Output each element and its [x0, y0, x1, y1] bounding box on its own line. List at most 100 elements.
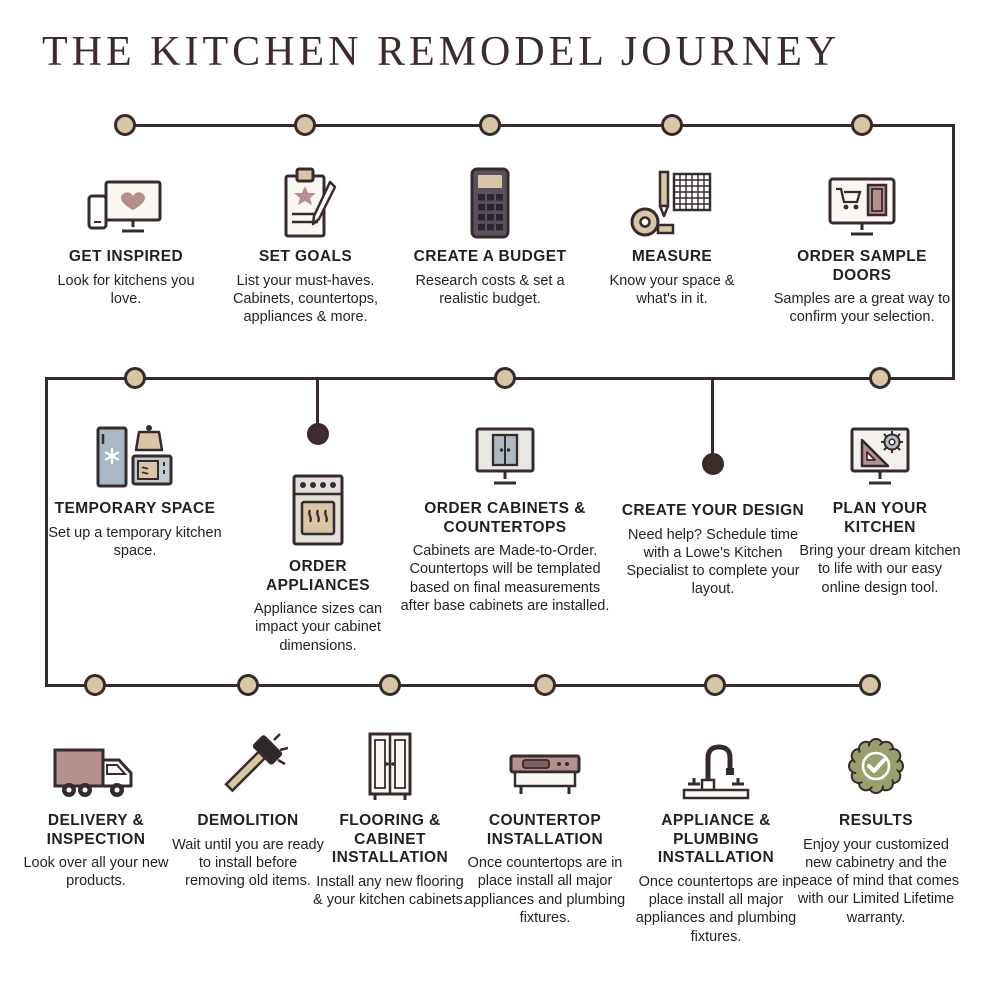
icon-wrap: [767, 148, 957, 240]
timeline-node-delivery: [84, 674, 106, 696]
timeline-node-appliance-plumbing: [704, 674, 726, 696]
icon-wrap: [236, 458, 400, 550]
step-desc: List your must-haves. Cabinets, countert…: [232, 272, 379, 326]
journey-drop-create-design: [711, 378, 714, 464]
timeline-node-order-sample-doors: [851, 114, 873, 136]
step-title: FLOORING & CABINET INSTALLATION: [331, 812, 449, 867]
journey-line-row1: [125, 124, 955, 127]
icon-wrap: [18, 712, 174, 804]
step-desc: Wait until you are ready to install befo…: [172, 836, 324, 890]
step-order-cabinets-countertops: ORDER CABINETS & COUNTERTOPS Cabinets ar…: [400, 400, 610, 615]
icon-wrap: [402, 148, 578, 240]
step-desc: Enjoy your customized new cabinetry and …: [792, 836, 960, 926]
step-desc: Install any new flooring & your kitchen …: [313, 873, 467, 909]
journey-line-row3: [45, 684, 872, 687]
step-get-inspired: GET INSPIRED Look for kitchens you love.: [50, 148, 202, 308]
step-desc: Samples are a great way to confirm your …: [773, 291, 951, 326]
timeline-node-set-goals: [294, 114, 316, 136]
step-countertop-installation: COUNTERTOP INSTALLATION Once countertops…: [462, 712, 628, 927]
journey-line-right-drop: [952, 124, 955, 380]
step-desc: Cabinets are Made-to-Order. Countertops …: [400, 543, 610, 614]
icon-wrap: [400, 400, 610, 492]
step-title: MEASURE: [631, 248, 713, 265]
step-desc: Look over all your new products.: [23, 855, 169, 890]
tape-measure-icon: [630, 170, 712, 237]
timeline-node-measure: [661, 114, 683, 136]
step-title: DEMOLITION: [197, 812, 299, 829]
icon-wrap: [798, 400, 962, 492]
step-desc: Research costs & set a realistic budget.: [415, 272, 565, 307]
step-create-your-design: CREATE YOUR DESIGN Need help? Schedule t…: [618, 502, 808, 599]
step-title: PLAN YOUR KITCHEN: [832, 500, 928, 536]
timeline-node-plan-kitchen: [869, 367, 891, 389]
delivery-truck-icon: [53, 748, 133, 797]
countertop-sink-icon: [509, 754, 581, 794]
timeline-node-temporary-space: [124, 367, 146, 389]
timeline-node-results: [859, 674, 881, 696]
timeline-node-create-budget: [479, 114, 501, 136]
icon-wrap: [597, 148, 747, 240]
icon-wrap: [50, 148, 202, 240]
step-desc: Look for kitchens you love.: [57, 272, 195, 307]
page-title: THE KITCHEN REMODEL JOURNEY: [42, 29, 841, 75]
fridge-microwave-icon: [96, 425, 173, 488]
step-measure: MEASURE Know your space & what's in it.: [597, 148, 747, 308]
icon-wrap: [312, 712, 468, 804]
warranty-badge-icon: [848, 738, 904, 794]
step-desc: Once countertops are in place install al…: [464, 855, 626, 926]
step-flooring-cabinet-installation: FLOORING & CABINET INSTALLATION Install …: [312, 712, 468, 909]
cabinet-icon: [368, 732, 412, 800]
journey-line-left-drop: [45, 377, 48, 687]
step-desc: Once countertops are in place install al…: [635, 873, 797, 945]
monitor-ruler-gear-icon: [850, 427, 910, 485]
step-title: ORDER APPLIANCES: [266, 558, 370, 594]
timeline-node-order-cabinets: [494, 367, 516, 389]
faucet-icon: [682, 744, 750, 800]
step-title: APPLIANCE & PLUMBING INSTALLATION: [657, 812, 775, 867]
timeline-node-get-inspired: [114, 114, 136, 136]
monitor-cabinet-icon: [475, 427, 535, 485]
timeline-node-countertop: [534, 674, 556, 696]
step-title: GET INSPIRED: [68, 248, 184, 265]
step-demolition: DEMOLITION Wait until you are ready to i…: [170, 712, 326, 890]
step-temporary-space: TEMPORARY SPACE Set up a temporary kitch…: [47, 400, 223, 560]
icon-wrap: [462, 712, 628, 804]
clipboard-star-icon: [284, 167, 336, 238]
monitor-heart-icon: [87, 180, 162, 233]
timeline-node-demolition: [237, 674, 259, 696]
step-delivery-inspection: DELIVERY & INSPECTION Look over all your…: [18, 712, 174, 891]
step-title: ORDER CABINETS & COUNTERTOPS: [424, 500, 586, 536]
step-desc: Bring your dream kitchen to life with ou…: [799, 543, 961, 596]
step-title: ORDER SAMPLE DOORS: [797, 248, 927, 284]
timeline-node-create-design: [702, 453, 724, 475]
step-appliance-plumbing-installation: APPLIANCE & PLUMBING INSTALLATION Once c…: [630, 712, 802, 946]
step-title: CREATE A BUDGET: [413, 248, 567, 265]
step-set-goals: SET GOALS List your must-haves. Cabinets…: [218, 148, 393, 326]
oven-range-icon: [292, 474, 344, 546]
timeline-node-order-appliances: [307, 423, 329, 445]
step-order-sample-doors: ORDER SAMPLE DOORS Samples are a great w…: [767, 148, 957, 327]
step-desc: Set up a temporary kitchen space.: [48, 524, 222, 559]
icon-wrap: [170, 712, 326, 804]
step-title: DELIVERY & INSPECTION: [46, 812, 146, 848]
icon-wrap: [788, 712, 964, 804]
step-title: RESULTS: [839, 812, 913, 829]
step-results: RESULTS Enjoy your customized new cabine…: [788, 712, 964, 927]
journey-drop-order-appliances: [316, 378, 319, 434]
step-order-appliances: ORDER APPLIANCES Appliance sizes can imp…: [236, 458, 400, 655]
step-plan-your-kitchen: PLAN YOUR KITCHEN Bring your dream kitch…: [798, 400, 962, 597]
monitor-cart-door-icon: [828, 177, 896, 236]
step-desc: Need help? Schedule time with a Lowe's K…: [626, 526, 800, 598]
icon-wrap: [218, 148, 393, 240]
step-title: TEMPORARY SPACE: [54, 500, 216, 517]
step-desc: Know your space & what's in it.: [609, 272, 735, 307]
step-create-budget: CREATE A BUDGET Research costs & set a r…: [402, 148, 578, 308]
sledgehammer-icon: [224, 733, 288, 793]
timeline-node-flooring: [379, 674, 401, 696]
calculator-icon: [470, 167, 510, 239]
step-title: SET GOALS: [258, 248, 353, 265]
step-desc: Appliance sizes can impact your cabinet …: [253, 601, 383, 654]
icon-wrap: [630, 712, 802, 804]
icon-wrap: [47, 400, 223, 492]
step-title: COUNTERTOP INSTALLATION: [486, 812, 604, 848]
